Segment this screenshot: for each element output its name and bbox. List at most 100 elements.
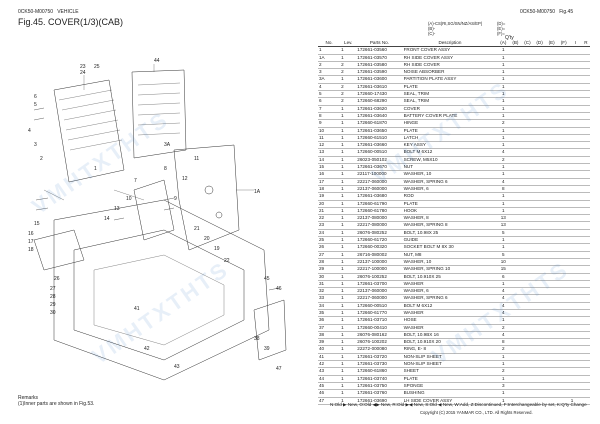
cell-qty-e <box>545 280 558 289</box>
cell-parts-no: 172660-61790 <box>356 200 403 208</box>
cell-qty-e <box>545 119 558 128</box>
cell-no: 26 <box>318 243 341 252</box>
cell-qty-d <box>533 163 546 172</box>
cell-parts-no: 172660-68290 <box>356 97 403 106</box>
cell-lev: 1 <box>340 302 357 311</box>
cell-no: 6 <box>318 97 341 106</box>
cell-i <box>569 134 582 143</box>
cell-qty-f <box>557 287 570 296</box>
cell-qty-b <box>509 97 522 106</box>
cell-i <box>569 360 582 369</box>
cell-qty-a: 13 <box>497 221 510 230</box>
cell-i <box>569 243 582 252</box>
cell-lev: 1 <box>340 251 357 259</box>
cell-i <box>569 200 582 208</box>
cell-qty-b <box>509 316 522 325</box>
cell-qty-a: 2 <box>497 156 510 165</box>
cell-qty-f <box>557 280 570 289</box>
cell-qty-b <box>509 280 522 289</box>
cell-qty-a: 2 <box>497 324 510 332</box>
cell-description: BOLT, 10.9BX 16 <box>402 331 498 340</box>
cell-parts-no: 172660-61780 <box>356 207 403 216</box>
cell-r <box>581 134 590 143</box>
cell-qty-a: 10 <box>497 258 510 267</box>
cell-description: BOLT, 10.910X 25 <box>402 273 498 281</box>
cell-lev: 1 <box>340 214 357 223</box>
cell-qty-e <box>545 68 558 77</box>
cell-qty-e <box>545 221 558 230</box>
cell-qty-f <box>557 61 570 70</box>
cell-qty-c <box>521 68 534 77</box>
cell-qty-e <box>545 338 558 347</box>
cell-qty-f <box>557 68 570 77</box>
cell-lev: 1 <box>340 367 357 376</box>
cell-parts-no: 172661-03750 <box>356 382 403 391</box>
cell-qty-f <box>557 389 570 398</box>
cell-qty-c <box>521 389 534 398</box>
cell-qty-c <box>521 316 534 325</box>
cell-qty-f <box>557 345 570 354</box>
cell-qty-c <box>521 83 534 92</box>
cell-no: 41 <box>318 353 341 362</box>
cell-lev: 1 <box>340 105 357 113</box>
cell-r <box>581 389 590 398</box>
cell-qty-f <box>557 148 570 157</box>
cell-qty-b <box>509 265 522 274</box>
cell-qty-e <box>545 273 558 281</box>
cell-lev: 1 <box>340 46 357 55</box>
cell-qty-c <box>521 367 534 376</box>
cell-lev: 1 <box>340 192 357 201</box>
cell-description: NUT <box>402 163 498 172</box>
cell-qty-a: 1 <box>497 54 510 62</box>
cell-qty-c <box>521 324 534 332</box>
cell-qty-c <box>521 345 534 354</box>
cell-qty-f <box>557 273 570 281</box>
cell-description: RH SIDE COVER <box>402 61 498 70</box>
cell-qty-b <box>509 294 522 303</box>
cell-qty-b <box>509 251 522 259</box>
cell-qty-a: 1 <box>497 105 510 113</box>
cell-lev: 1 <box>340 112 357 121</box>
cell-description: SHEET <box>402 367 498 376</box>
cell-lev: 1 <box>340 360 357 369</box>
cell-i <box>569 112 582 121</box>
cell-parts-no: 172660-61870 <box>356 119 403 128</box>
callout-41: 41 <box>134 306 140 312</box>
cell-qty-b <box>509 156 522 165</box>
cell-description: WASHER <box>402 309 498 318</box>
cell-qty-f <box>557 46 570 55</box>
cell-qty-a: 4 <box>497 302 510 311</box>
cell-lev: 1 <box>340 54 357 62</box>
cell-parts-no: 172660-00320 <box>356 243 403 252</box>
cell-qty-e <box>545 353 558 362</box>
cell-no: 35 <box>318 309 341 318</box>
cell-qty-c <box>521 229 534 238</box>
cell-qty-b <box>509 353 522 362</box>
cell-qty-b <box>509 141 522 150</box>
partition-shape <box>173 144 240 251</box>
cell-qty-e <box>545 97 558 106</box>
cell-no: 10 <box>318 127 341 135</box>
cell-qty-e <box>545 83 558 92</box>
cell-qty-d <box>533 83 546 92</box>
callout-23: 23 <box>80 64 86 70</box>
cell-qty-e <box>545 287 558 296</box>
cell-i <box>569 61 582 70</box>
cell-i <box>569 287 582 296</box>
cell-lev: 2 <box>340 90 357 99</box>
cell-qty-a: 1 <box>497 207 510 216</box>
cell-r <box>581 83 590 92</box>
cell-lev: 1 <box>340 338 357 347</box>
cell-no: 40 <box>318 345 341 354</box>
cell-description: LATCH <box>402 134 498 143</box>
cell-qty-a: 1 <box>497 200 510 208</box>
